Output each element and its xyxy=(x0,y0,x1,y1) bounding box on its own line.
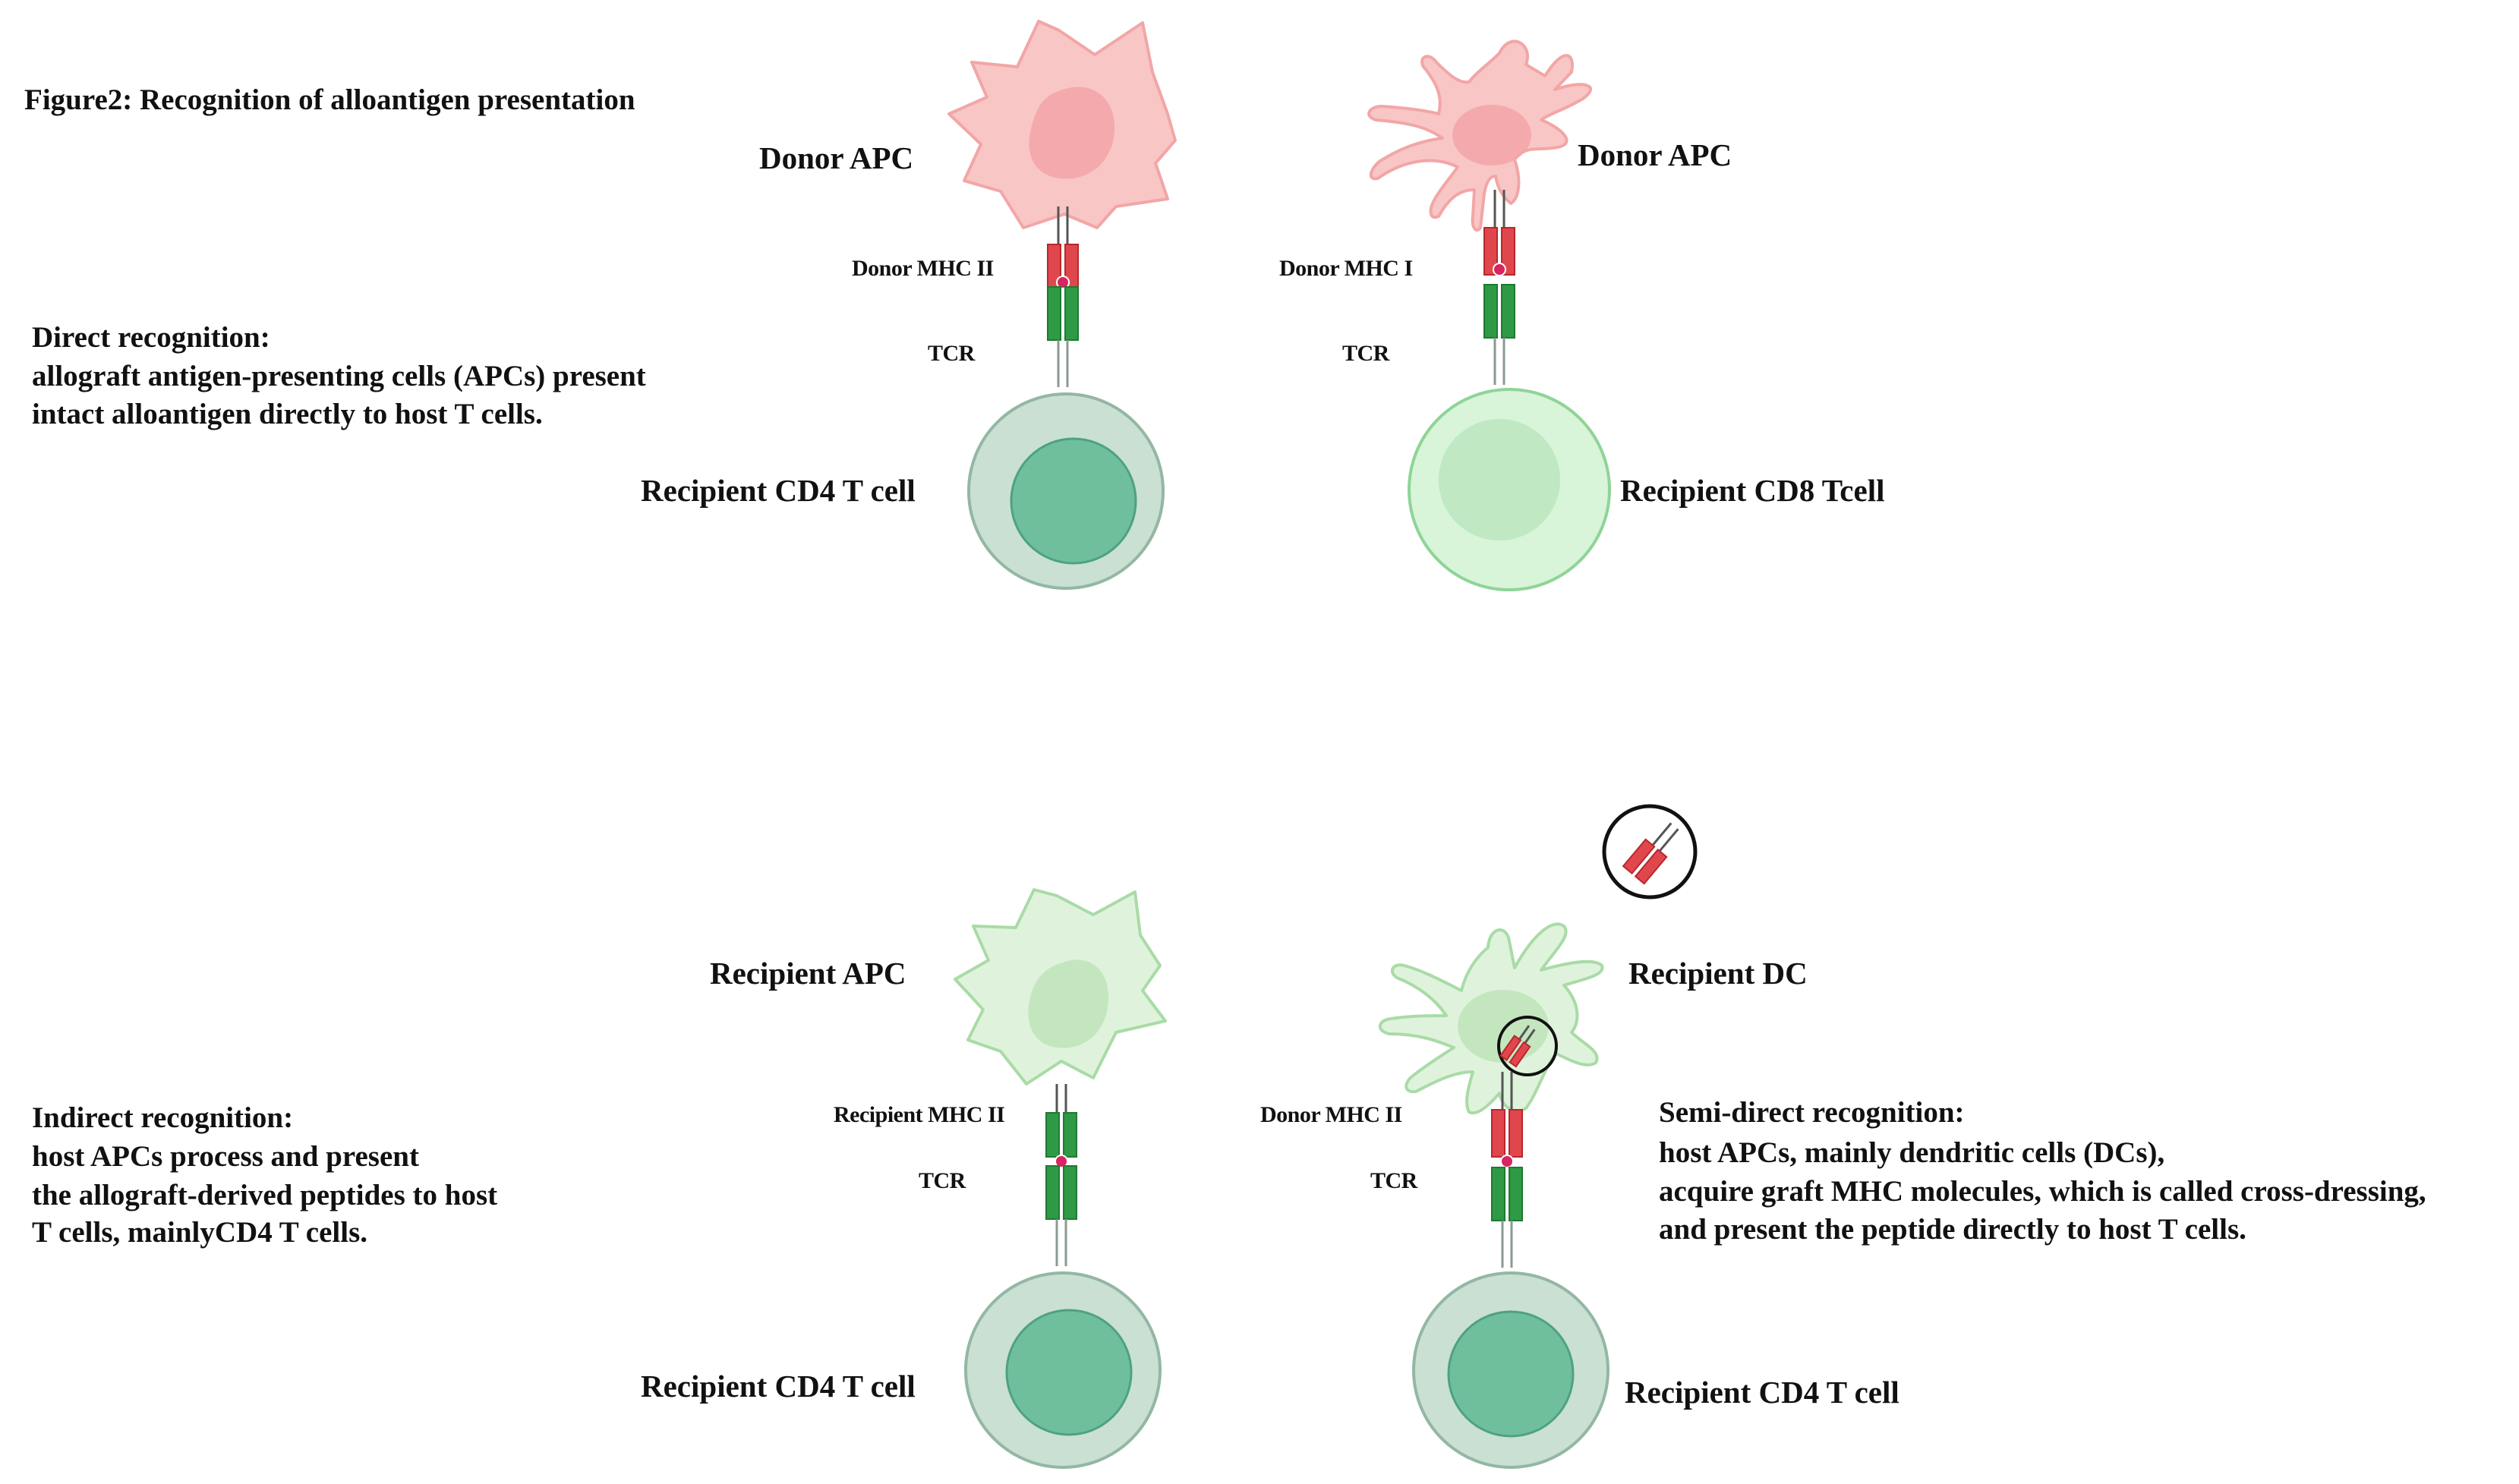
tcell-nucleus xyxy=(1010,437,1137,565)
internalized-mhc-circle xyxy=(1497,1016,1558,1076)
donor-apc-nucleus xyxy=(1029,87,1115,179)
internalized-donor-mhc xyxy=(1499,1025,1536,1068)
tcell-nucleus xyxy=(1439,419,1560,540)
tcr-molecule xyxy=(1045,1164,1078,1268)
recipient-cd4-label: Recipient CD4 T cell xyxy=(1625,1375,1899,1410)
recipient-cd4-label: Recipient CD4 T cell xyxy=(641,1369,916,1404)
donor-mhc-ii-label: Donor MHC II xyxy=(1260,1102,1402,1127)
peptide-dot xyxy=(1055,1155,1068,1168)
direct-cd8-panel: Donor APC Donor MHC I TCR Recipient CD8 … xyxy=(1279,39,1884,591)
direct-desc-line-1: allograft antigen-presenting cells (APCs… xyxy=(32,360,646,392)
peptide-dot xyxy=(1500,1155,1514,1168)
peptide-dot xyxy=(1493,263,1506,276)
donor-apc-label: Donor APC xyxy=(1578,137,1732,172)
indirect-desc-line-1: host APCs process and present xyxy=(32,1140,419,1173)
tcell-nucleus xyxy=(1447,1310,1575,1438)
direct-desc-line-2: intact alloantigen directly to host T ce… xyxy=(32,398,543,430)
indirect-panel: Recipient APC Recipient MHC II TCR Recip… xyxy=(641,888,1167,1469)
semidirect-heading: Semi-direct recognition: xyxy=(1659,1096,1965,1129)
tcell-nucleus xyxy=(1005,1309,1133,1436)
recipient-mhc-ii-molecule xyxy=(1045,1084,1077,1158)
indirect-desc-line-2: the allograft-derived peptides to host xyxy=(32,1179,497,1211)
recipient-cd8-label: Recipient CD8 Tcell xyxy=(1620,473,1884,508)
recipient-cd4-label: Recipient CD4 T cell xyxy=(641,473,916,508)
tcr-label: TCR xyxy=(1370,1168,1418,1193)
tcr-label: TCR xyxy=(919,1168,966,1193)
semidirect-desc-line-1: host APCs, mainly dendritic cells (DCs), xyxy=(1659,1136,2164,1169)
indirect-desc-line-3: T cells, mainlyCD4 T cells. xyxy=(32,1216,367,1249)
donor-mhc-ii-label: Donor MHC II xyxy=(852,256,994,281)
free-donor-mhc-molecule xyxy=(1622,822,1679,885)
direct-heading: Direct recognition: xyxy=(32,321,270,354)
direct-cd4-panel: Donor APC Donor MHC II TCR Recipient CD4… xyxy=(641,20,1177,590)
figure-title: Figure2: Recognition of alloantigen pres… xyxy=(24,83,635,116)
tcr-molecule xyxy=(1483,283,1516,386)
tcr-molecule xyxy=(1490,1166,1524,1269)
recipient-dc-label: Recipient DC xyxy=(1628,956,1808,991)
donor-apc-nucleus xyxy=(1452,105,1531,165)
semidirect-panel: Recipient DC Donor MHC II TCR Recipient … xyxy=(1260,804,1899,1469)
recipient-apc-label: Recipient APC xyxy=(710,956,906,991)
peptide-dot xyxy=(1056,276,1070,289)
tcr-label: TCR xyxy=(928,341,976,366)
donor-apc-label: Donor APC xyxy=(759,140,913,175)
recipient-mhc-ii-label: Recipient MHC II xyxy=(834,1102,1004,1127)
donor-mhc-i-label: Donor MHC I xyxy=(1279,256,1413,281)
semidirect-desc-line-2: acquire graft MHC molecules, which is ca… xyxy=(1659,1175,2426,1208)
indirect-heading: Indirect recognition: xyxy=(32,1101,293,1134)
tcr-label: TCR xyxy=(1342,341,1390,366)
semidirect-desc-line-3: and present the peptide directly to host… xyxy=(1659,1213,2246,1246)
recipient-apc-nucleus xyxy=(1028,959,1109,1048)
tcr-molecule xyxy=(1046,285,1080,389)
